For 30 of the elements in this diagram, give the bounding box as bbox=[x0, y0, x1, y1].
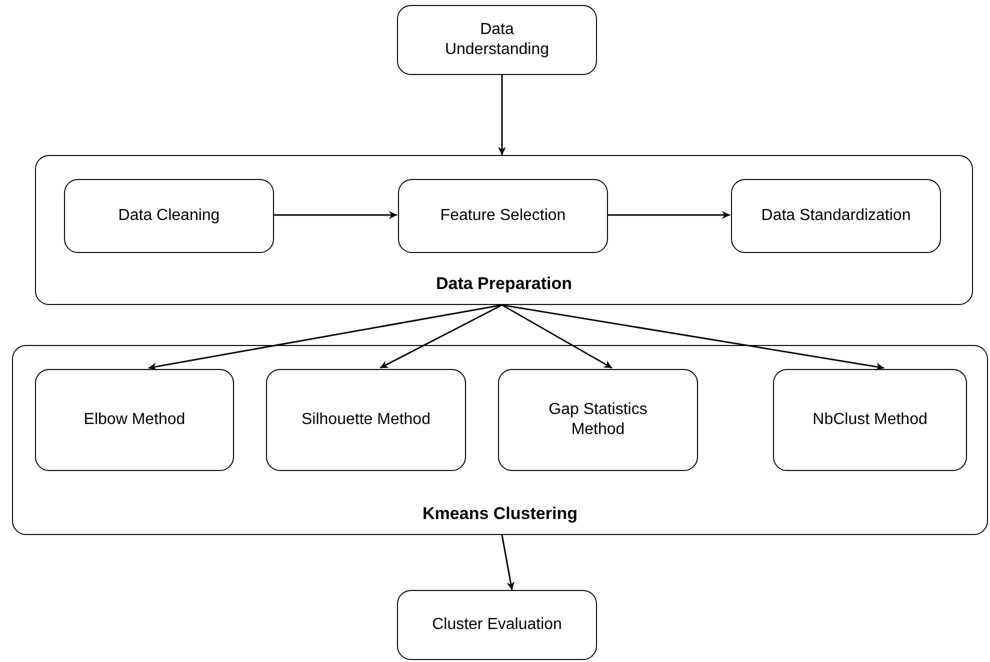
box-label: Data Understanding bbox=[444, 20, 550, 60]
box-label: Cluster Evaluation bbox=[432, 615, 562, 635]
box-label: Data Cleaning bbox=[118, 206, 220, 226]
process-box bbox=[731, 179, 941, 253]
box-label: Feature Selection bbox=[440, 206, 566, 226]
process-box bbox=[266, 369, 466, 471]
arrow bbox=[607, 211, 730, 219]
arrow bbox=[498, 75, 506, 155]
arrow bbox=[502, 304, 884, 371]
box-label: NbClust Method bbox=[812, 410, 928, 430]
arrow bbox=[502, 304, 612, 369]
arrow bbox=[501, 534, 514, 590]
process-box bbox=[64, 179, 274, 253]
box-label: Elbow Method bbox=[84, 410, 186, 430]
process-box bbox=[498, 369, 698, 471]
process-box bbox=[397, 590, 597, 660]
arrow bbox=[273, 211, 397, 219]
process-box bbox=[773, 369, 967, 471]
process-box bbox=[398, 179, 608, 253]
group-container bbox=[12, 345, 988, 535]
process-box bbox=[397, 5, 597, 75]
arrow bbox=[380, 304, 502, 369]
group-title: Data Preparation bbox=[434, 272, 574, 294]
box-label: Silhouette Method bbox=[302, 410, 430, 430]
arrow bbox=[148, 304, 502, 371]
group-title: Kmeans Clustering bbox=[422, 502, 578, 524]
group-container bbox=[35, 155, 973, 305]
box-label: Gap Statistics Method bbox=[548, 400, 648, 440]
box-label: Data Standardization bbox=[761, 206, 911, 226]
process-box bbox=[35, 369, 234, 471]
